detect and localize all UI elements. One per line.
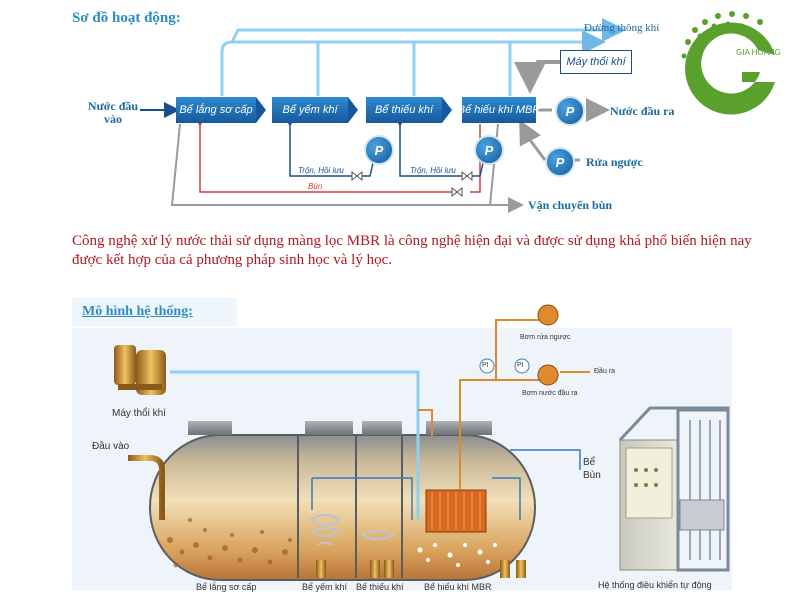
- system-control-label: Hệ thống điều khiển tự động: [598, 580, 712, 590]
- system-tank3-label: Bể thiếu khí: [356, 582, 404, 592]
- system-inlet-label: Đầu vào: [92, 441, 130, 452]
- flow-air-line-label: Đường thông khí: [584, 22, 660, 34]
- pressure-gauge-2: PI: [517, 362, 524, 369]
- flow-backwash-label: Rửa ngược: [586, 155, 643, 169]
- flow-box-mbr: Bể hiếu khí MBR: [458, 97, 540, 123]
- system-tank2-label: Bể yếm khí: [302, 582, 348, 592]
- flow-mix-return-label-2: Trộn, Hồi lưu: [410, 166, 456, 175]
- system-blower-label: Máy thổi khí: [112, 408, 166, 419]
- system-outlet-label: Đầu ra: [594, 368, 616, 375]
- flow-return-pump-icon: P: [364, 135, 394, 165]
- system-tank1-label: Bể lắng sơ cấp: [196, 582, 257, 592]
- flow-backwash-pump-icon: P: [545, 147, 575, 177]
- pressure-gauge-1: PI: [482, 362, 489, 369]
- flow-sludge-transport-label: Vận chuyển bùn: [528, 198, 613, 212]
- system-outlet-pump-label: Bơm nước đầu ra: [522, 390, 578, 397]
- flow-blower-box: Máy thổi khí: [560, 50, 632, 74]
- system-backwash-pump-label: Bơm rửa ngược: [520, 334, 571, 341]
- system-heading-bg: [72, 298, 237, 326]
- flow-inlet-label: Nước đầu vào: [87, 99, 139, 126]
- flow-box-anoxic: Bể thiếu khí: [366, 97, 452, 123]
- flow-outlet-pump-icon: P: [555, 96, 585, 126]
- description-text: Công nghệ xử lý nước thải sử dụng màng l…: [72, 233, 752, 268]
- system-sludge-tank-label: Bể Bùn: [583, 457, 601, 481]
- flow-box-anaerobic: Bể yếm khí: [272, 97, 358, 123]
- flow-mix-return-label-1: Trộn, Hồi lưu: [298, 166, 344, 175]
- flow-heading: Sơ đồ hoạt động:: [72, 10, 181, 26]
- system-heading: Mô hình hệ thống:: [82, 304, 193, 319]
- flow-sludge-label: Bùn: [308, 182, 323, 191]
- flow-box-primary: Bể lắng sơ cấp: [176, 97, 266, 123]
- flow-outlet-label: Nước đầu ra: [610, 104, 675, 118]
- flow-return-pump-2-icon: P: [474, 135, 504, 165]
- logo-text: GIA HOANG: [736, 48, 781, 57]
- system-tank4-label: Bể hiếu khí MBR: [424, 582, 492, 592]
